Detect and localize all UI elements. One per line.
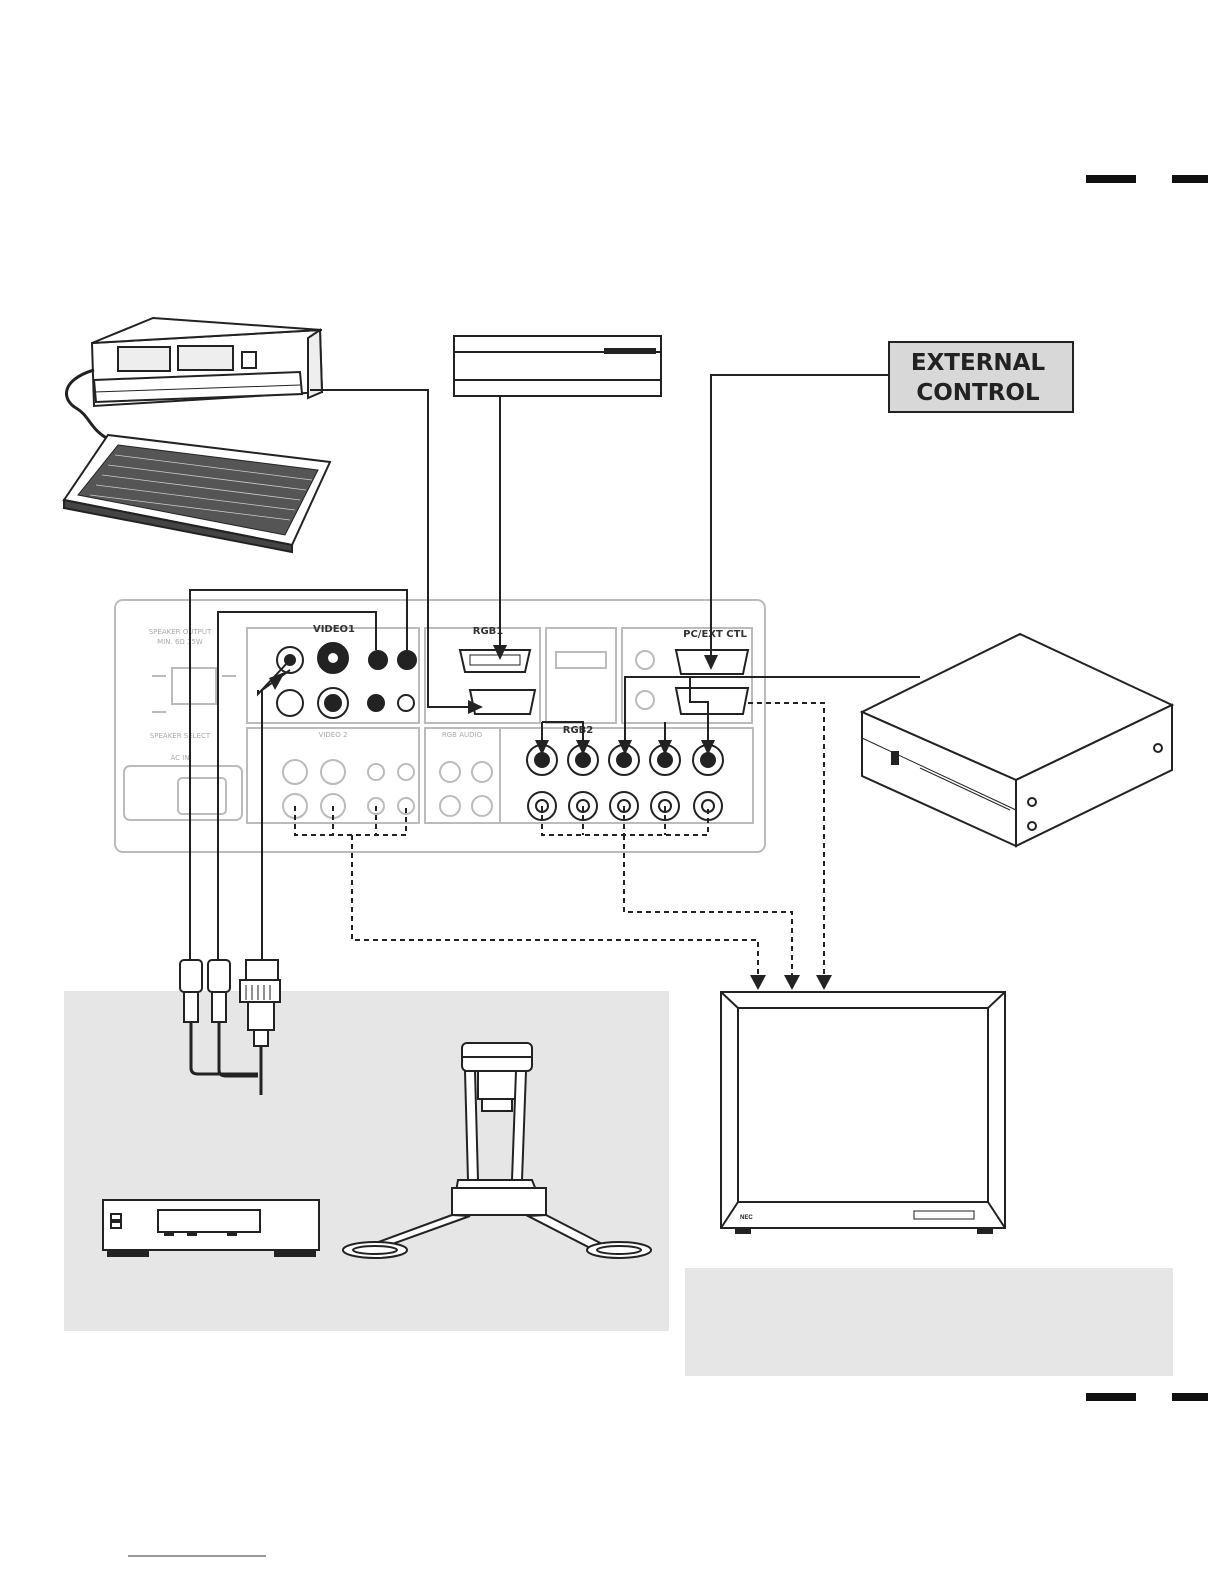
flat-device-icon	[454, 336, 661, 396]
dashed-cables	[295, 703, 824, 975]
external-control-line2: CONTROL	[916, 380, 1040, 406]
svg-text:SPEAKER SELECT: SPEAKER SELECT	[150, 732, 211, 740]
player-device-icon	[862, 634, 1172, 846]
external-control-line1: EXTERNAL	[911, 350, 1046, 376]
panel-connectors	[277, 643, 748, 820]
svg-text:MIN. 6Ω 15W: MIN. 6Ω 15W	[157, 638, 203, 646]
panel-label-pc-ext-ctl: PC/EXT CTL	[683, 629, 747, 640]
computer-icon	[66, 318, 322, 440]
panel-label-rgb-audio: RGB AUDIO	[442, 731, 483, 739]
monitor-icon	[721, 992, 1005, 1233]
panel-label-video2: VIDEO 2	[319, 731, 348, 739]
panel-label-rgb2: RGB2	[563, 725, 594, 736]
external-control-box: EXTERNAL CONTROL	[889, 342, 1073, 412]
video-source-area	[64, 991, 669, 1331]
panel-faded-text: SPEAKER OUTPUT MIN. 6Ω 15W SPEAKER SELEC…	[149, 628, 483, 762]
panel-label-video1: VIDEO1	[313, 624, 355, 635]
note-area	[685, 1268, 1173, 1376]
svg-text:SPEAKER OUTPUT: SPEAKER OUTPUT	[149, 628, 212, 636]
monitor-brand: NEC	[740, 1215, 753, 1221]
panel-label-rgb1: RGB1	[473, 626, 504, 637]
vcr-icon	[103, 1200, 319, 1256]
keyboard-icon	[64, 435, 330, 552]
panel-label-ac-in: AC IN	[170, 754, 189, 762]
